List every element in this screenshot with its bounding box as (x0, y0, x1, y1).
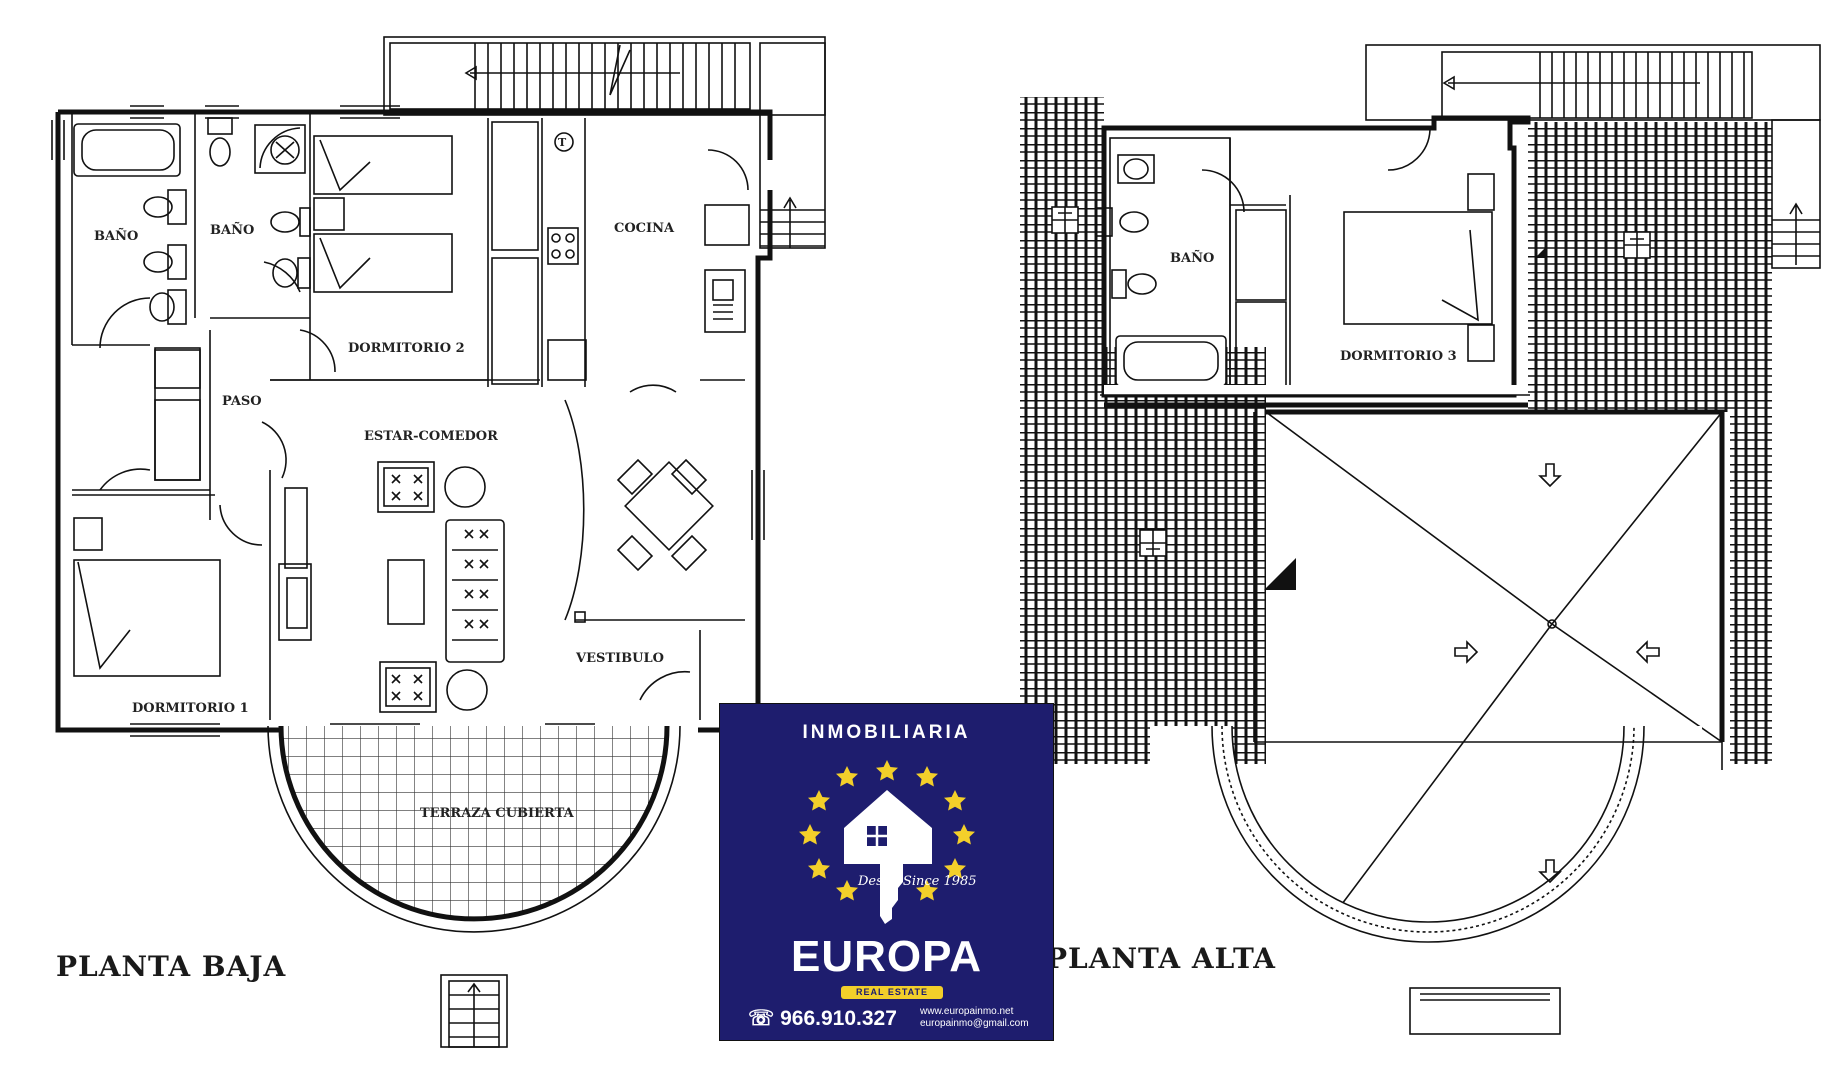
logo-brand: EUROPA (791, 932, 982, 981)
plan-title-planta-alta: PLANTA ALTA (1046, 942, 1276, 975)
shower-icon (254, 124, 306, 174)
room-label-bano-2: BAÑO (210, 222, 254, 238)
room-label-vestibulo: VESTIBULO (575, 651, 664, 666)
toilet-icon (207, 117, 311, 289)
termo-label: T (558, 136, 567, 149)
agency-logo-badge: INMOBILIARIA Desde Since 1985 EUROPA REA… (719, 703, 1054, 1041)
phone-icon: ☏ (748, 1007, 781, 1030)
toilet-icon (1095, 207, 1157, 299)
exterior-stair-top (383, 36, 826, 249)
logo-contact: www.europainmo.net europainmo@gmail.com (920, 1006, 1029, 1030)
room-label-dormitorio-3: DORMITORIO 3 (1340, 349, 1457, 364)
room-label-cocina: COCINA (614, 221, 675, 236)
exterior-stair-upper (1365, 44, 1821, 269)
toilet-icon (143, 189, 187, 325)
logo-heading: INMOBILIARIA (802, 722, 971, 743)
house-key-star-icon (799, 760, 975, 924)
wardrobe (154, 347, 201, 481)
basin-icon (1117, 154, 1155, 184)
bed-icon (73, 517, 221, 677)
room-label-terraza: TERRAZA CUBIERTA (420, 806, 575, 821)
plan-title-planta-baja: PLANTA BAJA (56, 950, 286, 983)
door-arcs (99, 149, 749, 701)
logo-since: Desde Since 1985 (858, 874, 977, 889)
room-label-dormitorio-1: DORMITORIO 1 (132, 701, 249, 716)
bathtub-icon (73, 123, 181, 177)
windows (51, 105, 765, 737)
logo-email: europainmo@gmail.com (920, 1018, 1029, 1029)
bathtub-icon (1115, 335, 1227, 387)
logo-tagline: REAL ESTATE (841, 986, 943, 999)
logo-phone: ☏ 966.910.327 (748, 1006, 897, 1031)
room-label-bano-1: BAÑO (94, 228, 138, 244)
room-label-paso: PASO (222, 394, 262, 409)
room-label-bano-upper: BAÑO (1170, 250, 1214, 266)
room-label-estar-comedor: ESTAR-COMEDOR (364, 429, 498, 444)
wardrobe (491, 121, 539, 385)
room-label-dormitorio-2: DORMITORIO 2 (348, 341, 465, 356)
living-room-furniture (278, 461, 505, 713)
roof-vent-icon (1051, 206, 1651, 557)
upper-floor-plan: BAÑO DORMITORIO 3 PLANTA ALTA (1020, 44, 1821, 1080)
phone-number: 966.910.327 (780, 1007, 897, 1030)
kitchen-fixtures (547, 132, 750, 381)
terrace (267, 725, 681, 1048)
bed-icon (313, 135, 453, 293)
dining-table-icon (574, 458, 714, 623)
logo-website: www.europainmo.net (920, 1006, 1014, 1017)
ground-floor-plan: BAÑO BAÑO DORMITORIO 2 COCINA T PASO EST… (51, 36, 826, 1048)
roof-tiles-right-top (1528, 122, 1772, 412)
roof-tiles-right (1730, 412, 1772, 764)
bed-icon (1343, 173, 1495, 362)
